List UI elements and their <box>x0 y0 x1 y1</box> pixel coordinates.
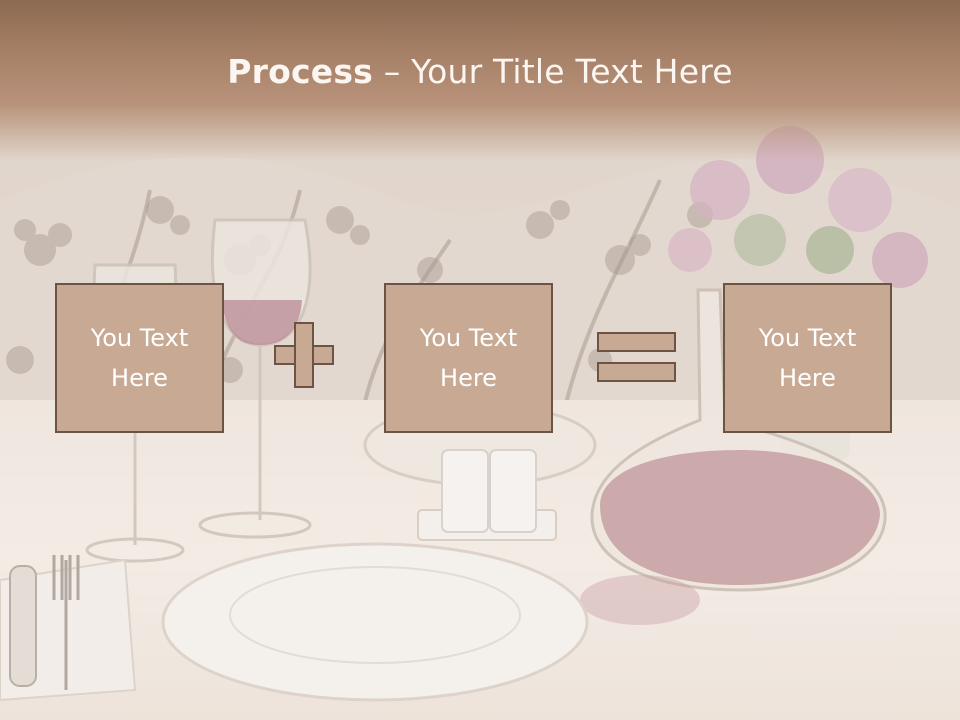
text-box-label: You Text Here <box>743 318 873 398</box>
text-box-line1: You Text <box>758 324 857 352</box>
text-box-line2: Here <box>111 364 168 392</box>
text-box-label: You Text Here <box>75 318 205 398</box>
text-box-line1: You Text <box>419 324 518 352</box>
slide-title: Process – Your Title Text Here <box>0 52 960 91</box>
text-box-line1: You Text <box>90 324 189 352</box>
text-box-3[interactable]: You Text Here <box>723 283 892 433</box>
text-box-line2: Here <box>779 364 836 392</box>
plus-center-fill <box>296 347 312 363</box>
text-box-1[interactable]: You Text Here <box>55 283 224 433</box>
header-band <box>0 0 960 160</box>
title-bold: Process <box>227 52 374 91</box>
text-box-label: You Text Here <box>404 318 534 398</box>
plus-icon <box>274 322 334 388</box>
text-box-2[interactable]: You Text Here <box>384 283 553 433</box>
title-rest: – Your Title Text Here <box>373 52 733 91</box>
text-box-line2: Here <box>440 364 497 392</box>
equals-icon <box>597 332 676 382</box>
equals-bar-top <box>597 332 676 352</box>
equals-bar-bottom <box>597 362 676 382</box>
